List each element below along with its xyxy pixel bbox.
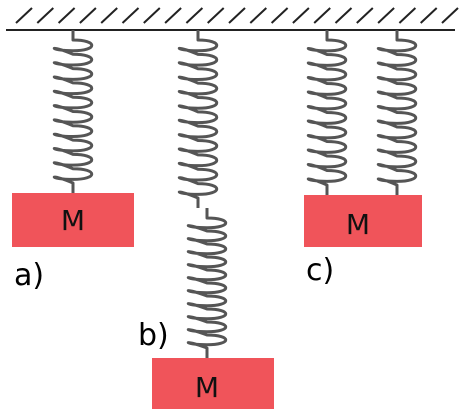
hatch-mark — [292, 7, 310, 24]
label-a: a) — [14, 258, 44, 293]
mass-c: M — [304, 195, 422, 247]
mass-a-block — [12, 193, 134, 247]
hatch-mark — [164, 7, 182, 24]
hatch-mark — [228, 7, 246, 24]
mass-a-label: M — [61, 204, 85, 237]
hatch-mark — [420, 7, 438, 24]
hatch-mark — [356, 7, 374, 24]
hatch-mark — [79, 7, 97, 24]
hatch-mark — [249, 7, 267, 24]
hatch-mark — [313, 7, 331, 24]
hatch-mark — [185, 7, 204, 24]
spring-b-upper — [177, 30, 219, 208]
hatch-mark — [121, 7, 140, 24]
hatch-mark — [15, 7, 33, 24]
hatch-mark — [398, 7, 417, 24]
ceiling — [6, 7, 459, 31]
spring-c-left — [306, 30, 348, 195]
ceiling-hatching — [15, 7, 459, 24]
springs — [52, 30, 418, 358]
spring-b-lower — [186, 208, 228, 358]
hatch-mark — [57, 7, 76, 24]
mass-c-block — [304, 195, 422, 247]
spring-a — [52, 30, 94, 193]
hatch-mark — [36, 7, 54, 24]
hatch-mark — [377, 7, 395, 24]
hatch-mark — [143, 7, 161, 24]
spring-c-right — [376, 30, 418, 195]
mass-b-block — [152, 358, 274, 409]
hatch-mark — [441, 7, 459, 24]
mass-b: M — [152, 358, 274, 409]
mass-c-label: M — [346, 208, 370, 241]
mass-a: M — [12, 193, 134, 247]
hatch-mark — [207, 7, 225, 24]
label-b: b) — [138, 318, 169, 353]
hatch-mark — [270, 7, 289, 24]
hatch-mark — [100, 7, 118, 24]
label-c: c) — [306, 253, 334, 288]
hatch-mark — [334, 7, 353, 24]
mass-b-label: M — [195, 371, 219, 404]
